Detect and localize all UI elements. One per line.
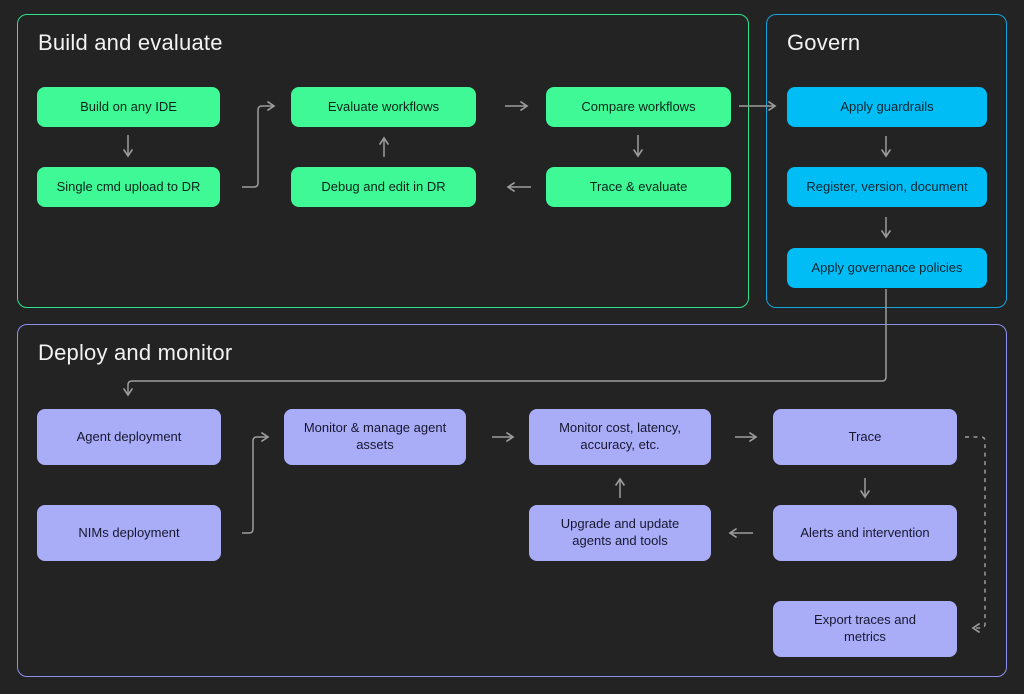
node-label: Single cmd upload to DR bbox=[56, 178, 201, 194]
node-debug-and-edit-in-dr: Debug and edit in DR bbox=[291, 167, 476, 207]
node-alerts-and-intervention: Alerts and intervention bbox=[773, 505, 957, 561]
node-label: Register, version, document bbox=[806, 178, 968, 194]
node-single-cmd-upload-to-dr: Single cmd upload to DR bbox=[37, 167, 220, 207]
section-title-deploy: Deploy and monitor bbox=[38, 340, 233, 365]
node-label: Apply guardrails bbox=[840, 98, 934, 114]
node-export-traces-and-metrics: Export traces and metrics bbox=[773, 601, 957, 657]
node-apply-governance-policies: Apply governance policies bbox=[787, 248, 987, 288]
node-label: Build on any IDE bbox=[80, 98, 177, 114]
node-agent-deployment: Agent deployment bbox=[37, 409, 221, 465]
node-label: Agent deployment bbox=[76, 428, 182, 444]
node-compare-workflows: Compare workflows bbox=[546, 87, 731, 127]
node-label: Evaluate workflows bbox=[327, 98, 440, 114]
node-monitor-cost-latency-accuracy: Monitor cost, latency, accuracy, etc. bbox=[529, 409, 711, 465]
node-label: Monitor & manage agent assets bbox=[303, 420, 447, 452]
node-nims-deployment: NIMs deployment bbox=[37, 505, 221, 561]
node-build-on-any-ide: Build on any IDE bbox=[37, 87, 220, 127]
node-monitor-manage-agent-assets: Monitor & manage agent assets bbox=[284, 409, 466, 465]
node-register-version-document: Register, version, document bbox=[787, 167, 987, 207]
section-build-and-evaluate: Build and evaluate bbox=[17, 14, 749, 308]
node-upgrade-and-update-agents-tools: Upgrade and update agents and tools bbox=[529, 505, 711, 561]
node-label: Monitor cost, latency, accuracy, etc. bbox=[559, 420, 681, 452]
node-trace: Trace bbox=[773, 409, 957, 465]
node-trace-and-evaluate: Trace & evaluate bbox=[546, 167, 731, 207]
node-label: Trace & evaluate bbox=[589, 178, 688, 194]
node-evaluate-workflows: Evaluate workflows bbox=[291, 87, 476, 127]
node-label: NIMs deployment bbox=[78, 524, 180, 540]
node-label: Compare workflows bbox=[581, 98, 696, 114]
node-label: Export traces and metrics bbox=[814, 612, 916, 644]
section-title-build: Build and evaluate bbox=[38, 30, 223, 55]
node-apply-guardrails: Apply guardrails bbox=[787, 87, 987, 127]
node-label: Apply governance policies bbox=[811, 259, 963, 275]
node-label: Debug and edit in DR bbox=[321, 178, 446, 194]
section-title-govern: Govern bbox=[787, 30, 861, 55]
node-label: Upgrade and update agents and tools bbox=[560, 516, 680, 548]
node-label: Alerts and intervention bbox=[800, 524, 930, 540]
node-label: Trace bbox=[848, 428, 882, 444]
